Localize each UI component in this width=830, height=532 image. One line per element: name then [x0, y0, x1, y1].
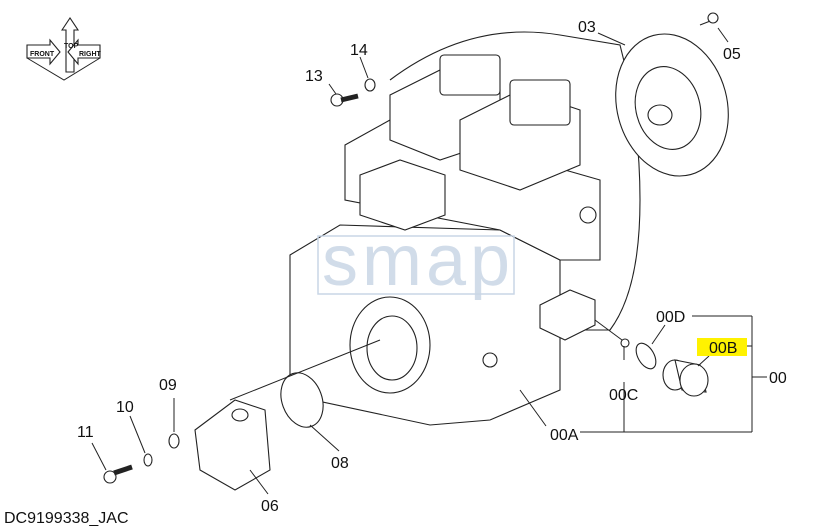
- orientation-front-label: FRONT: [30, 51, 55, 58]
- part-06-block: [194, 399, 271, 491]
- part-00D-oring: [635, 342, 657, 370]
- callout-09[interactable]: 09: [159, 377, 177, 394]
- pump-body: [289, 54, 601, 426]
- callout-13[interactable]: 13: [305, 68, 323, 85]
- callout-00D[interactable]: 00D: [656, 309, 685, 326]
- orientation-right-label: RIGHT: [79, 51, 102, 58]
- callout-05[interactable]: 05: [723, 46, 741, 63]
- orientation-icon: FRONT RIGHT TOP: [26, 17, 102, 81]
- callout-03[interactable]: 03: [578, 19, 596, 36]
- part-09-washer: [168, 433, 180, 449]
- callout-00B[interactable]: 00B: [709, 340, 737, 357]
- callout-00C[interactable]: 00C: [609, 387, 638, 404]
- part-03-plate: [615, 33, 729, 177]
- callout-14[interactable]: 14: [350, 42, 368, 59]
- callout-08[interactable]: 08: [331, 455, 349, 472]
- callout-10[interactable]: 10: [116, 399, 134, 416]
- part-00C-screw: [620, 338, 630, 348]
- callout-06[interactable]: 06: [261, 498, 279, 515]
- watermark-frame: [317, 235, 515, 295]
- diagram-code: DC9199338_JAC: [4, 510, 129, 527]
- callout-11[interactable]: 11: [77, 424, 94, 441]
- leader-lines: [91, 27, 767, 495]
- part-13-bolt: [330, 93, 359, 107]
- part-00B-plug: [662, 359, 709, 397]
- part-14-washer: [364, 78, 376, 92]
- orientation-top-label: TOP: [64, 43, 79, 50]
- watermark: smap: [322, 221, 514, 301]
- part-05-bolt: [699, 12, 719, 26]
- highlight-00B: [697, 338, 747, 356]
- callout-00A[interactable]: 00A: [550, 427, 579, 444]
- part-10-washer: [143, 453, 153, 467]
- callout-00[interactable]: 00: [769, 370, 787, 387]
- part-11-bolt: [103, 464, 133, 484]
